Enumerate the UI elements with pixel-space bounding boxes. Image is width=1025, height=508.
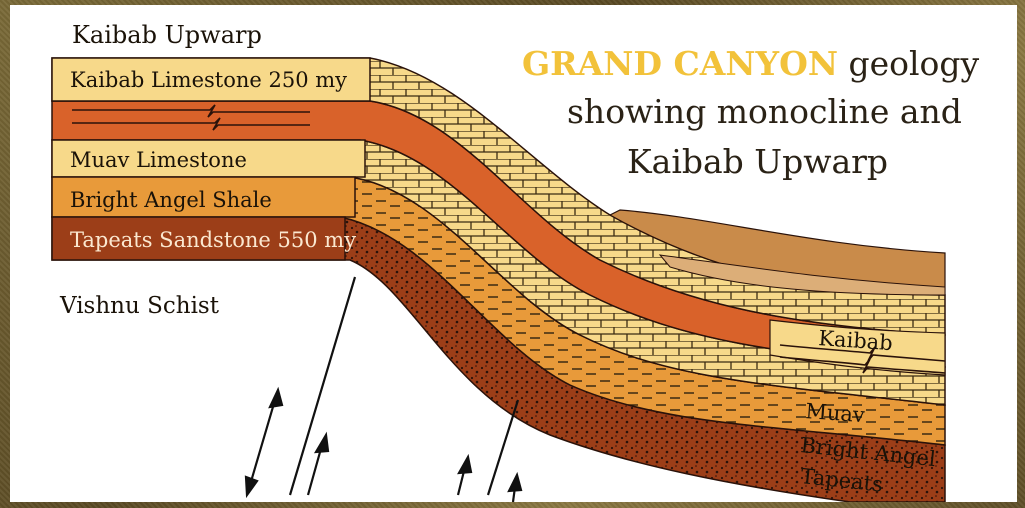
title-line-2: showing monocline and <box>567 92 962 131</box>
title-line-1-rest: geology <box>838 44 980 83</box>
label-muav: Muav <box>805 399 866 427</box>
label-kaibab-upwarp: Kaibab Upwarp <box>72 21 262 49</box>
title-line-3: Kaibab Upwarp <box>627 142 888 181</box>
label-tapeats-sandstone: Tapeats Sandstone 550 my <box>70 228 356 252</box>
label-vishnu-schist: Vishnu Schist <box>59 293 220 319</box>
title-line-1: GRAND CANYON geology <box>522 44 980 83</box>
diagram-panel: Kaibab Upwarp Kaibab Limestone 250 my Mu… <box>10 5 1017 502</box>
label-kaibab-limestone: Kaibab Limestone 250 my <box>70 68 347 92</box>
title-accent: GRAND CANYON <box>522 44 838 83</box>
label-bright-angel-shale: Bright Angel Shale <box>70 188 272 212</box>
geology-diagram: Kaibab Upwarp Kaibab Limestone 250 my Mu… <box>10 5 1017 502</box>
label-muav-limestone: Muav Limestone <box>70 148 247 172</box>
